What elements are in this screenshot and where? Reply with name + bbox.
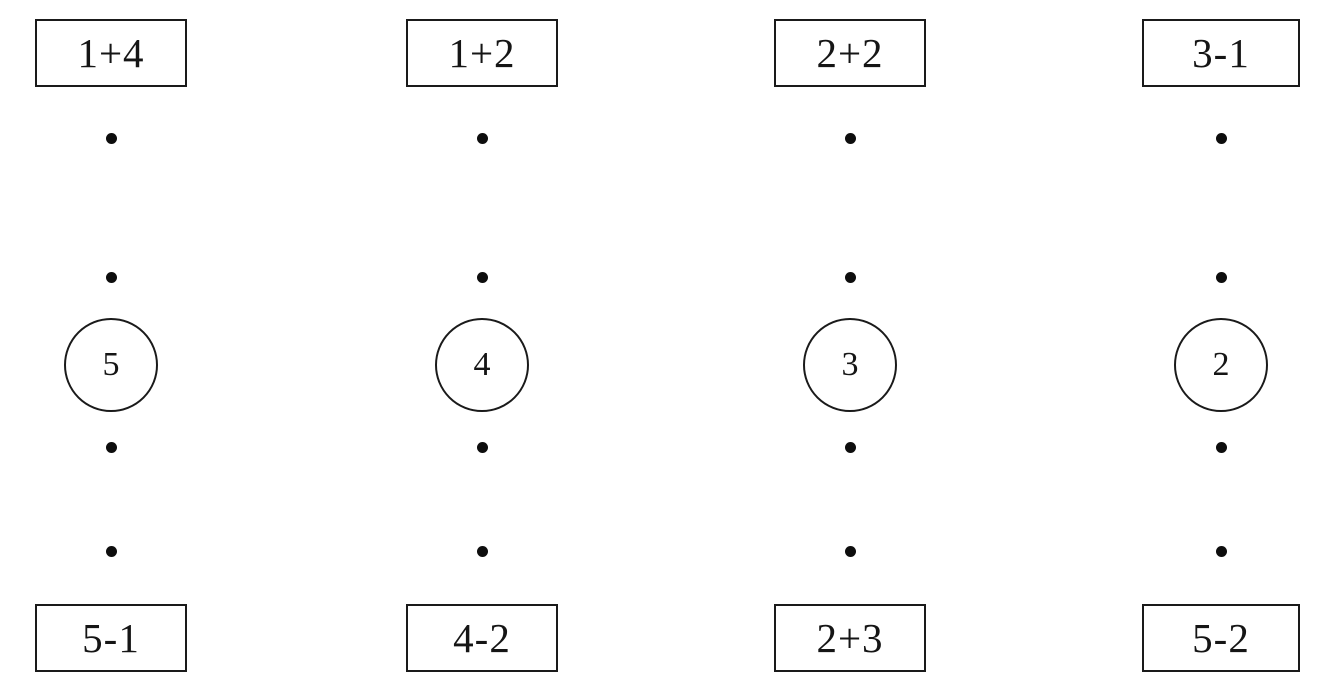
connector-dot-top-upper-3[interactable] — [844, 133, 856, 144]
connector-dot-bottom-lower-4[interactable] — [1215, 546, 1227, 557]
answer-circle-3[interactable]: 3 — [803, 318, 897, 412]
match-column-1: 1+4 5 5-1 — [0, 0, 261, 688]
expression-box-top-4[interactable]: 3-1 — [1142, 19, 1300, 87]
expression-text: 5-1 — [82, 614, 140, 661]
connector-dot-bottom-upper-4[interactable] — [1215, 442, 1227, 453]
answer-text: 5 — [102, 346, 120, 383]
expression-text: 4-2 — [453, 614, 511, 661]
answer-text: 2 — [1212, 346, 1230, 383]
connector-dot-top-upper-1[interactable] — [105, 133, 117, 144]
expression-text: 3-1 — [1192, 29, 1250, 76]
connector-dot-bottom-lower-1[interactable] — [105, 546, 117, 557]
expression-text: 5-2 — [1192, 614, 1250, 661]
expression-box-bottom-1[interactable]: 5-1 — [35, 604, 187, 672]
connector-dot-bottom-upper-3[interactable] — [844, 442, 856, 453]
connector-dot-bottom-upper-2[interactable] — [476, 442, 488, 453]
connector-dot-top-upper-4[interactable] — [1215, 133, 1227, 144]
connector-dot-top-lower-3[interactable] — [844, 272, 856, 283]
match-column-2: 1+2 4 4-2 — [332, 0, 632, 688]
connector-dot-bottom-lower-3[interactable] — [844, 546, 856, 557]
answer-text: 4 — [473, 346, 491, 383]
answer-circle-1[interactable]: 5 — [64, 318, 158, 412]
match-column-4: 3-1 2 5-2 — [1071, 0, 1329, 688]
connector-dot-top-lower-4[interactable] — [1215, 272, 1227, 283]
connector-dot-bottom-upper-1[interactable] — [105, 442, 117, 453]
connector-dot-top-lower-1[interactable] — [105, 272, 117, 283]
answer-circle-4[interactable]: 2 — [1174, 318, 1268, 412]
match-column-3: 2+2 3 2+3 — [700, 0, 1000, 688]
expression-box-top-2[interactable]: 1+2 — [406, 19, 558, 87]
expression-text: 2+2 — [816, 29, 884, 76]
expression-box-top-3[interactable]: 2+2 — [774, 19, 926, 87]
answer-text: 3 — [841, 346, 859, 383]
expression-box-bottom-4[interactable]: 5-2 — [1142, 604, 1300, 672]
connector-dot-top-upper-2[interactable] — [476, 133, 488, 144]
expression-box-top-1[interactable]: 1+4 — [35, 19, 187, 87]
answer-circle-2[interactable]: 4 — [435, 318, 529, 412]
expression-text: 2+3 — [816, 614, 884, 661]
connector-dot-bottom-lower-2[interactable] — [476, 546, 488, 557]
expression-box-bottom-2[interactable]: 4-2 — [406, 604, 558, 672]
expression-text: 1+2 — [448, 29, 516, 76]
expression-text: 1+4 — [77, 29, 145, 76]
connector-dot-top-lower-2[interactable] — [476, 272, 488, 283]
expression-box-bottom-3[interactable]: 2+3 — [774, 604, 926, 672]
